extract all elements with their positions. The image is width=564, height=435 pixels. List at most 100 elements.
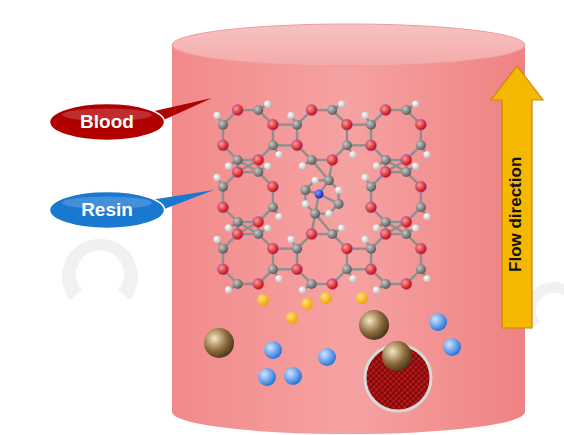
atom-sphere <box>253 216 264 227</box>
atom-sphere <box>401 229 411 239</box>
atom-sphere <box>232 229 243 240</box>
atom-sphere <box>264 224 271 231</box>
atom-sphere <box>349 275 356 282</box>
blood-callout: Blood <box>48 102 166 142</box>
atom-sphere <box>268 140 278 150</box>
atom-sphere <box>327 154 338 165</box>
atom-sphere <box>213 236 220 243</box>
atom-sphere <box>267 119 278 130</box>
arrow-label: Flow direction <box>508 156 527 271</box>
atom-sphere <box>275 275 282 282</box>
blood-particle <box>301 298 313 310</box>
blood-particle <box>443 338 461 356</box>
atom-sphere <box>349 151 356 158</box>
atom-sphere <box>213 112 220 119</box>
atom-sphere <box>292 244 302 254</box>
atom-sphere <box>380 105 391 116</box>
atom-sphere <box>253 167 263 177</box>
atom-sphere <box>292 140 303 151</box>
atom-sphere <box>315 190 324 199</box>
atom-sphere <box>306 105 317 116</box>
atom-sphere <box>325 210 332 217</box>
atom-sphere <box>401 278 412 289</box>
flow-arrow: Flow direction <box>491 66 543 328</box>
atom-sphere <box>338 100 345 107</box>
atom-sphere <box>253 154 264 165</box>
atom-sphere <box>334 199 344 209</box>
atom-sphere <box>366 182 376 192</box>
blood-particle <box>356 292 368 304</box>
atom-sphere <box>366 120 376 130</box>
atom-sphere <box>225 224 232 231</box>
blood-particle <box>204 328 234 358</box>
atom-sphere <box>380 229 391 240</box>
atom-sphere <box>312 177 319 184</box>
blood-particle <box>264 341 282 359</box>
atom-sphere <box>381 217 391 227</box>
callout-label: Resin <box>81 200 133 221</box>
atom-sphere <box>327 229 337 239</box>
blood-cylinder <box>172 45 525 434</box>
atom-sphere <box>380 167 391 178</box>
atom-sphere <box>225 286 232 293</box>
atom-sphere <box>324 175 334 185</box>
blood-particle <box>284 367 302 385</box>
atom-sphere <box>253 278 264 289</box>
blood-particle <box>286 312 298 324</box>
atom-sphere <box>341 243 352 254</box>
atom-sphere <box>287 236 294 243</box>
atom-sphere <box>268 264 278 274</box>
atom-sphere <box>342 140 352 150</box>
atom-sphere <box>233 155 243 165</box>
atom-sphere <box>415 243 426 254</box>
atom-sphere <box>373 224 380 231</box>
atom-sphere <box>253 105 263 115</box>
atom-sphere <box>225 162 232 169</box>
blood-particle <box>359 310 389 340</box>
resin-molecule <box>213 100 430 293</box>
atom-sphere <box>264 100 271 107</box>
callout-ellipse <box>50 104 165 141</box>
atom-sphere <box>361 236 368 243</box>
atom-sphere <box>361 112 368 119</box>
atom-sphere <box>213 174 220 181</box>
atom-sphere <box>253 229 263 239</box>
atom-sphere <box>415 119 426 130</box>
atom-sphere <box>218 120 228 130</box>
atom-sphere <box>218 140 229 151</box>
arrow-shape <box>491 66 543 328</box>
atom-sphere <box>268 202 278 212</box>
atom-sphere <box>302 200 309 207</box>
atom-sphere <box>292 264 303 275</box>
atom-sphere <box>218 244 228 254</box>
atom-sphere <box>366 264 377 275</box>
atom-sphere <box>342 264 352 274</box>
blood-particle <box>258 368 276 386</box>
atom-sphere <box>327 105 337 115</box>
atom-sphere <box>275 151 282 158</box>
atom-sphere <box>423 275 430 282</box>
atom-sphere <box>361 174 368 181</box>
atom-sphere <box>233 279 243 289</box>
blood-particle <box>382 341 412 371</box>
atom-sphere <box>401 216 412 227</box>
callout-ellipse <box>50 192 165 229</box>
atom-sphere <box>218 182 228 192</box>
atom-sphere <box>300 185 310 195</box>
atom-sphere <box>306 229 317 240</box>
blood-particle <box>429 313 447 331</box>
atom-sphere <box>335 187 342 194</box>
atom-sphere <box>287 112 294 119</box>
atom-sphere <box>416 140 426 150</box>
atom-sphere <box>218 264 229 275</box>
atom-sphere <box>381 279 391 289</box>
atom-sphere <box>307 279 317 289</box>
atom-sphere <box>233 217 243 227</box>
atom-sphere <box>415 181 426 192</box>
blood-particle <box>318 348 336 366</box>
blood-particle <box>320 292 332 304</box>
atom-sphere <box>292 120 302 130</box>
atom-sphere <box>341 119 352 130</box>
atom-sphere <box>264 162 271 169</box>
